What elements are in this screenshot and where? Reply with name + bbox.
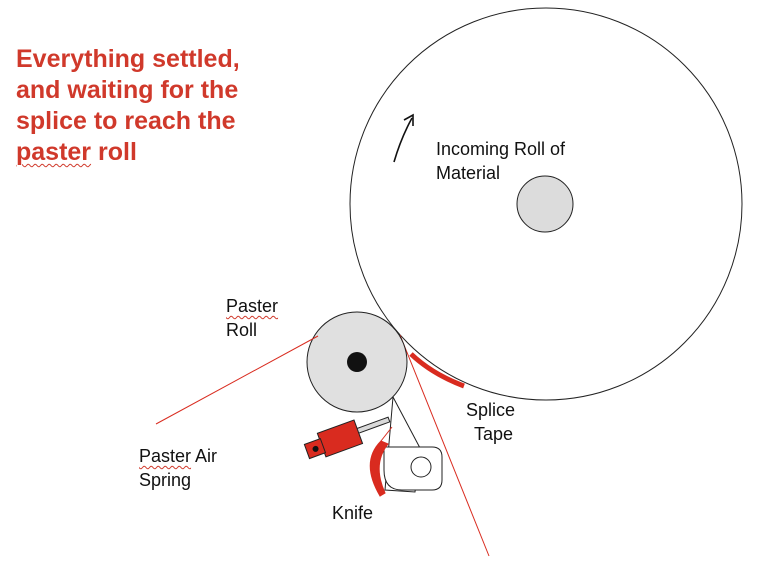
incoming-roll-label-line-2: Material <box>436 163 501 183</box>
paster-roll-hub <box>347 352 367 372</box>
paster-roll-label-line-1: Paster <box>226 296 279 316</box>
headline-line-4-word: paster <box>16 138 92 166</box>
knife-blade <box>369 440 389 497</box>
incoming-roll-core <box>516 175 574 233</box>
knife-label: Knife <box>332 503 374 523</box>
headline-line-3: splice to reach the <box>16 107 236 135</box>
headline-line-1: Everything settled, <box>16 45 240 73</box>
air-spring-port <box>312 445 319 452</box>
headline: Everything settled, and waiting for the … <box>16 44 240 168</box>
web-line <box>399 334 490 557</box>
paster-pointer-line <box>155 335 319 425</box>
paster-air-spring-label-line-1: Paster Air <box>139 446 218 466</box>
paster-air-spring <box>303 416 391 460</box>
splice-tape <box>409 352 465 389</box>
pivot-pin <box>410 456 432 478</box>
rotation-arrowhead-icon <box>403 113 414 126</box>
knife-tip <box>380 426 393 442</box>
headline-line-2: and waiting for the <box>16 76 239 104</box>
headline-line-4: paster roll <box>16 137 240 168</box>
paster-air-spring-label-line-2: Spring <box>139 470 192 490</box>
splice-tape-label-line-2: Tape <box>474 424 514 444</box>
air-spring-rod <box>355 416 391 435</box>
paster-roll-label-line-2: Roll <box>226 320 258 340</box>
headline-line-4-rest: roll <box>91 138 137 166</box>
incoming-roll-label-line-1: Incoming Roll of <box>436 139 566 159</box>
rotation-arrow-icon <box>393 117 413 163</box>
splice-tape-label-line-1: Splice <box>466 400 516 420</box>
